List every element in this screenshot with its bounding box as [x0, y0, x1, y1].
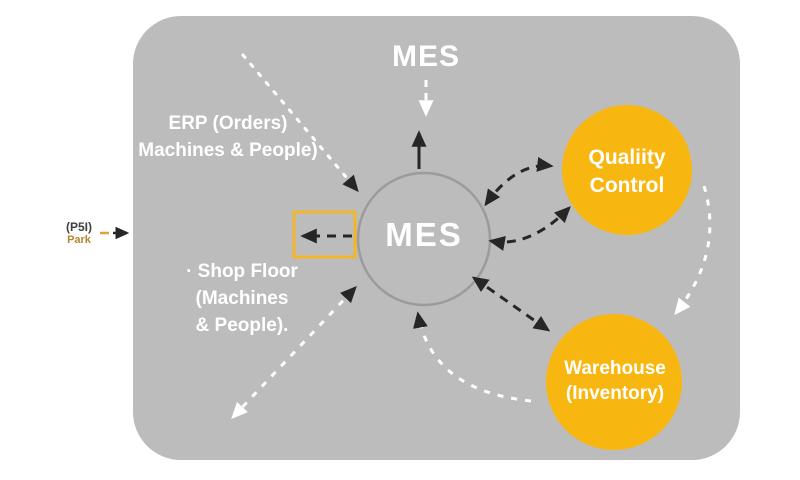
quality-control-label-line1: Qualiity	[588, 146, 666, 169]
arrow-warehouse-to-mes-curve	[413, 311, 532, 403]
quality-control-label-line2: Control	[589, 174, 665, 197]
arrow-mes-qc-top	[484, 156, 554, 207]
external-legend-name: Park	[67, 234, 91, 246]
diagram-title: MES	[391, 40, 460, 73]
shop-floor-label: · Shop Floor (Machines & People).	[138, 258, 346, 339]
quality-control-node	[562, 105, 692, 235]
arrow-qc-to-warehouse	[674, 185, 712, 316]
warehouse-node	[546, 314, 682, 450]
arrow-mes-qc-bottom	[488, 206, 571, 251]
shop-floor-label-line2: & People).	[195, 315, 289, 336]
arrow-shopfloor-mes	[231, 286, 357, 419]
warehouse-label-line2: (Inventory)	[565, 383, 665, 404]
arrow-mes-warehouse	[471, 276, 551, 332]
quality-control-label: Qualiity Control	[562, 144, 692, 200]
external-legend: (P5I) Park	[56, 221, 102, 247]
mes-node-label: MES	[385, 216, 463, 253]
erp-label-line1: ERP (Orders)	[168, 113, 288, 134]
erp-label-line2: Machines & People)	[138, 140, 318, 161]
external-legend-code: (P5I)	[65, 220, 92, 234]
yellow-highlight-rect	[292, 210, 357, 259]
arrow-erp-to-mes	[241, 53, 359, 193]
warehouse-label-line1: Warehouse	[564, 358, 666, 379]
warehouse-label: Warehouse (Inventory)	[546, 356, 684, 406]
erp-label: ERP (Orders) Machines & People)	[126, 110, 330, 164]
shop-floor-label-line1: · Shop Floor (Machines	[186, 261, 298, 309]
